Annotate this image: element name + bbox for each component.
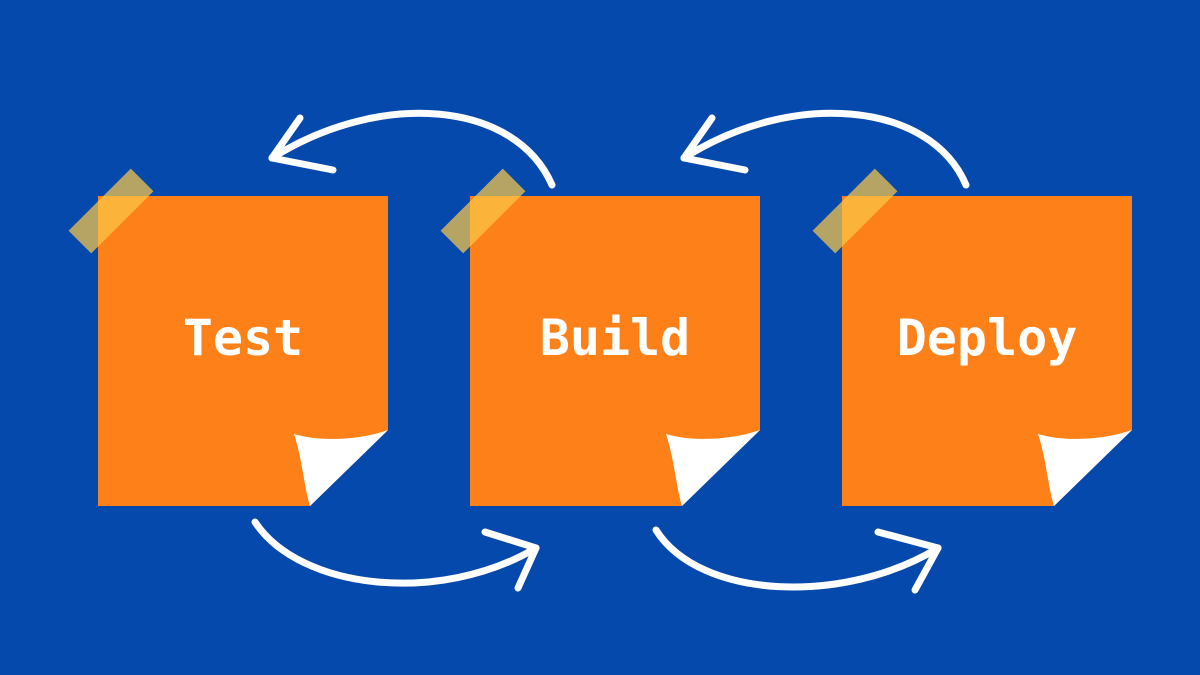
note-shape <box>470 196 760 506</box>
sticky-note-deploy: Deploy <box>842 196 1132 506</box>
arrow-test-to-build <box>251 518 540 592</box>
note-label-deploy: Deploy <box>896 309 1078 367</box>
sticky-note-test: Test <box>98 196 388 506</box>
arrow-build-to-deploy <box>652 526 942 594</box>
arrow-deploy-to-build <box>680 109 970 189</box>
arrow-build-to-test <box>268 109 556 189</box>
note-label-build: Build <box>539 309 691 367</box>
note-shape <box>842 196 1132 506</box>
note-label-test: Test <box>182 309 304 367</box>
note-shape <box>98 196 388 506</box>
sticky-note-build: Build <box>470 196 760 506</box>
